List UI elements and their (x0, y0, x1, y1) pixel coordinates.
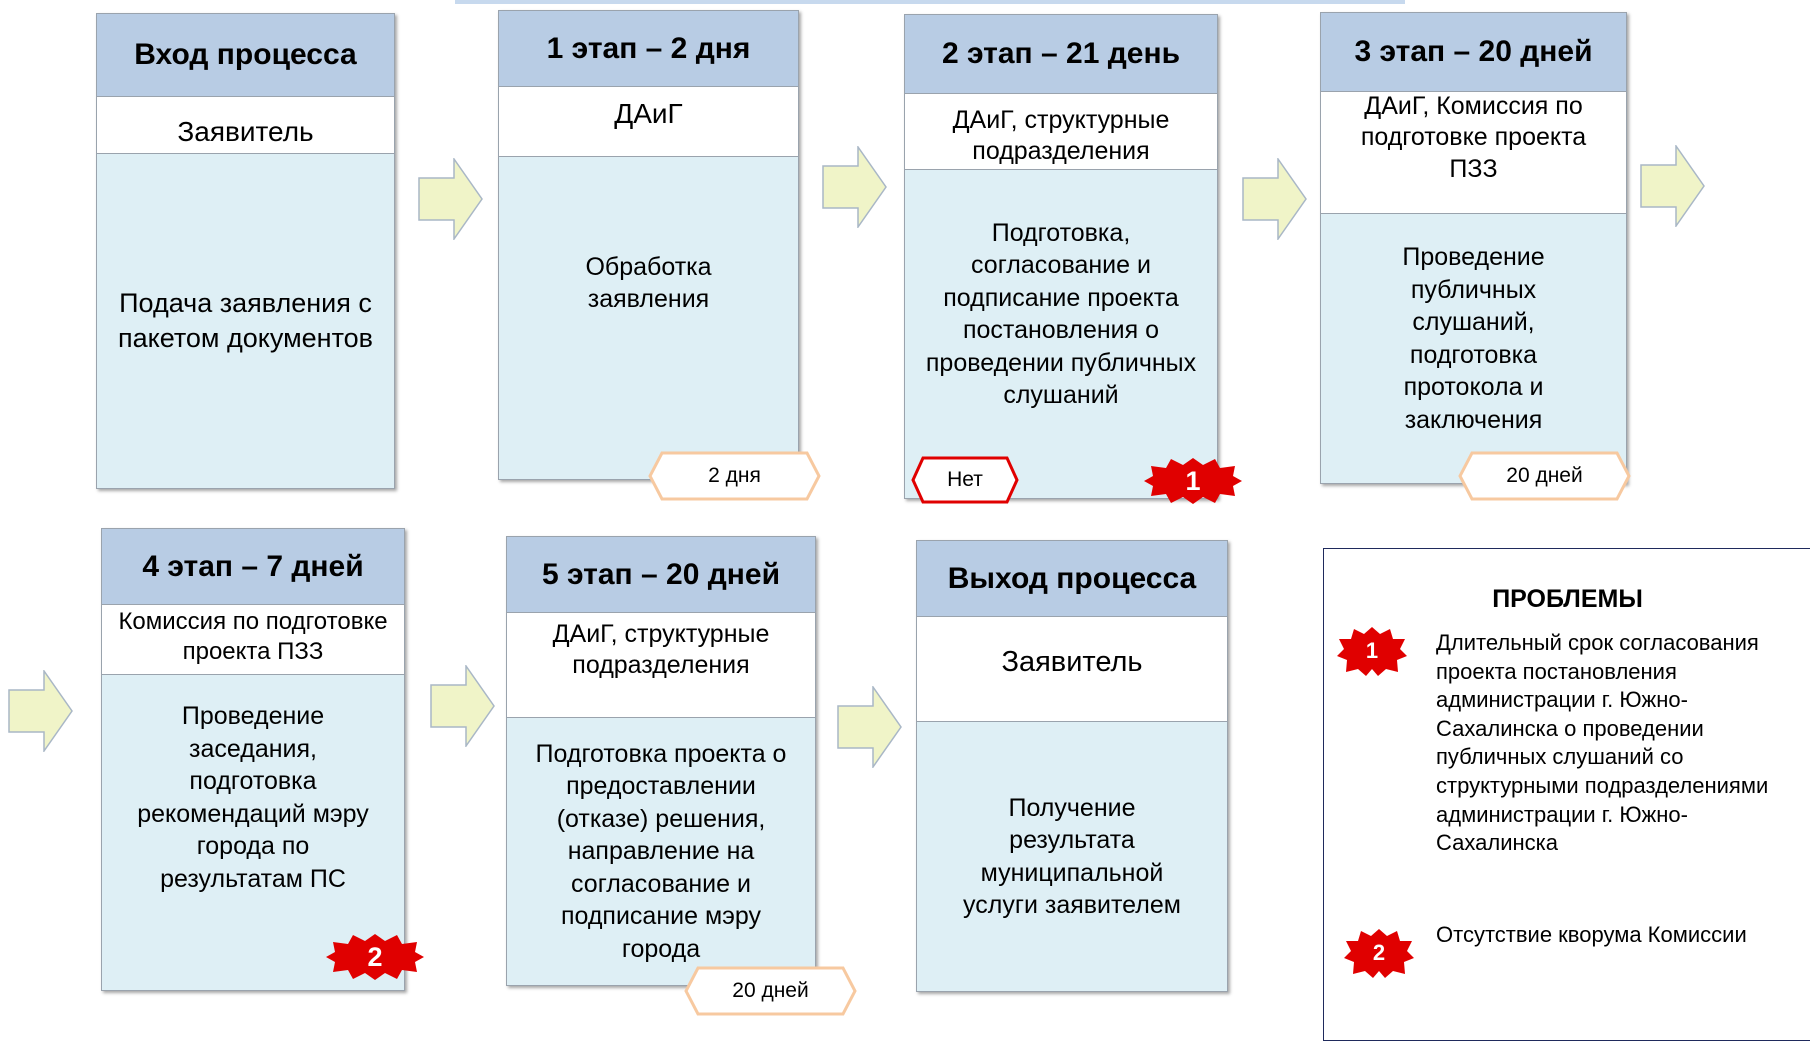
stage-participant: ДАиГ, структурные подразделения (952, 106, 1170, 166)
top-divider (455, 0, 1405, 4)
problems-panel: ПРОБЛЕМЫ 1 Длительный срок согласования … (1323, 548, 1810, 1041)
stage-input: Вход процесса Заявитель Подача заявления… (96, 13, 395, 489)
stage-5: 5 этап – 20 дней ДАиГ, структурные подра… (506, 536, 816, 986)
stage-title: 2 этап – 21 день (905, 15, 1217, 94)
stage-participant: ДАиГ, Комиссия по подготовке проекта ПЗЗ (1360, 92, 1587, 183)
stage-2: 2 этап – 21 день ДАиГ, структурные подра… (904, 14, 1218, 499)
stage-output: Выход процесса Заявитель Получение резул… (916, 540, 1228, 992)
flow-arrow-icon (8, 670, 73, 752)
stage-description: Подача заявления с пакетом документов (97, 153, 394, 488)
problem-marker-icon: 1 (1336, 625, 1408, 677)
stage-participant: ДАиГ, структурные подразделения (552, 620, 770, 680)
duration-tag: 20 дней (684, 966, 857, 1016)
stage-description: Проведение публичных слушаний, подготовк… (1321, 213, 1626, 483)
flow-arrow-icon (822, 146, 887, 228)
stage-participant: Заявитель (1001, 646, 1143, 678)
flow-arrow-icon (418, 158, 483, 240)
duration-tag: 2 дня (648, 451, 821, 501)
status-label: Нет (947, 468, 983, 491)
stage-4: 4 этап – 7 дней Комиссия по подготовке п… (101, 528, 405, 991)
stage-title: 3 этап – 20 дней (1321, 13, 1626, 92)
duration-label: 20 дней (1506, 464, 1583, 487)
stage-participant: Комиссия по подготовке проекта ПЗЗ (118, 608, 388, 665)
stage-participant: Заявитель (177, 116, 314, 147)
problem-marker-icon: 2 (1343, 927, 1415, 979)
stage-title: 5 этап – 20 дней (507, 537, 815, 613)
duration-label: 2 дня (708, 464, 761, 487)
flow-arrow-icon (430, 665, 495, 747)
stage-title: 1 этап – 2 дня (499, 11, 798, 87)
stage-description: Подготовка, согласование и подписание пр… (905, 169, 1217, 498)
stage-description: Подготовка проекта о предоставлении (отк… (507, 717, 815, 985)
stage-description: Обработка заявления (499, 156, 798, 479)
stage-1: 1 этап – 2 дня ДАиГ Обработка заявления (498, 10, 799, 480)
stage-participant: ДАиГ (614, 98, 683, 129)
flow-arrow-icon (1242, 158, 1307, 240)
flow-arrow-icon (1640, 145, 1705, 227)
stage-title: Вход процесса (97, 14, 394, 97)
stage-description: Проведение заседания, подготовка рекомен… (102, 674, 404, 990)
problem-marker-icon: 1 (1143, 456, 1243, 506)
stage-description: Получение результата муниципальной услуг… (917, 721, 1227, 991)
duration-label: 20 дней (732, 979, 809, 1002)
flow-arrow-icon (837, 686, 902, 768)
problem-marker-icon: 2 (325, 932, 425, 982)
stage-title: Выход процесса (917, 541, 1227, 617)
problem-text: Отсутствие кворума Комиссии (1436, 922, 1747, 947)
duration-tag: 20 дней (1458, 451, 1631, 501)
stage-title: 4 этап – 7 дней (102, 529, 404, 605)
problems-title: ПРОБЛЕМЫ (1492, 585, 1643, 613)
problem-text: Длительный срок согласования проекта пос… (1436, 630, 1769, 856)
stage-3: 3 этап – 20 дней ДАиГ, Комиссия по подго… (1320, 12, 1627, 484)
status-tag: Нет (911, 456, 1019, 504)
